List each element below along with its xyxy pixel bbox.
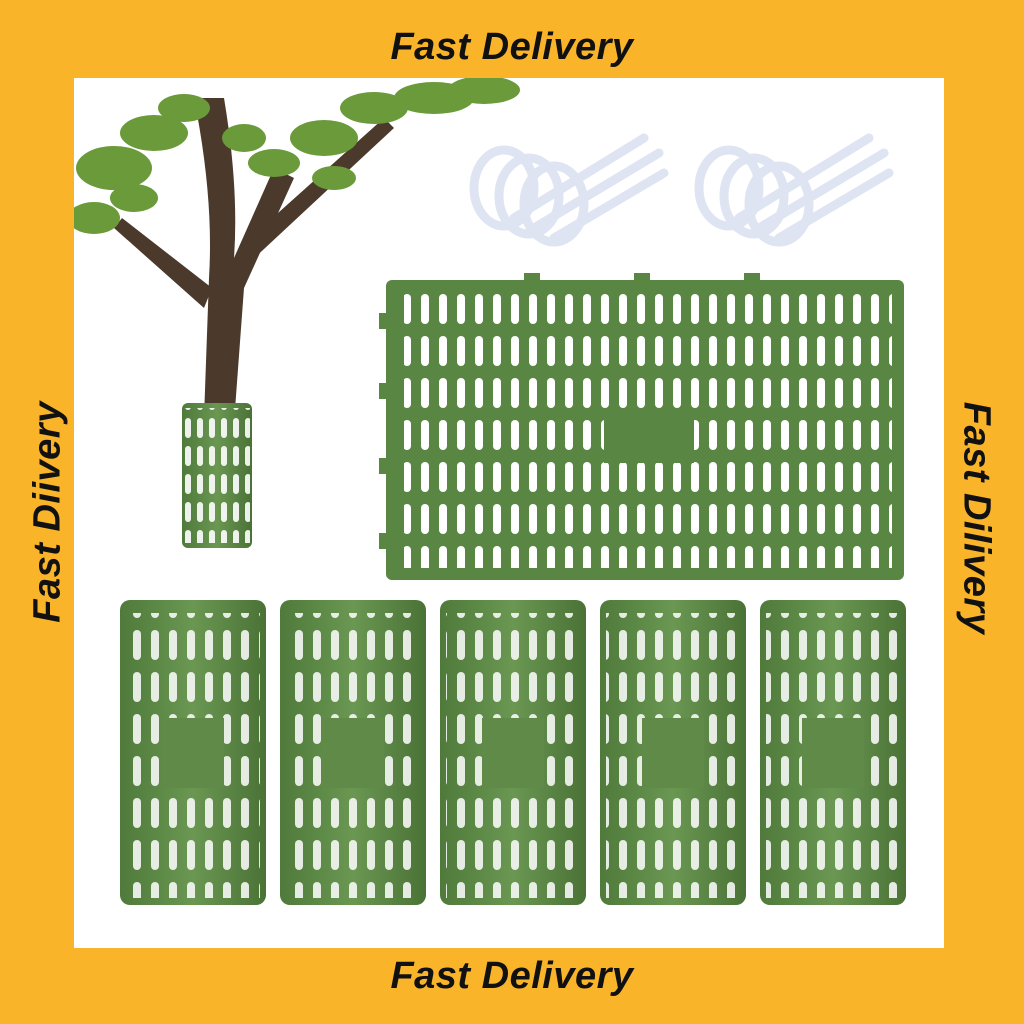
banner-left: Fast Diivery: [26, 401, 69, 623]
mini-guard: [182, 403, 252, 548]
banner-bottom: Fast Delivery: [390, 955, 634, 997]
flat-guard-panel-icon: [379, 273, 904, 580]
banner-top: Fast Delivery: [390, 26, 634, 68]
rolled-guard-icon: [120, 600, 266, 905]
cable-tie-icon: [469, 133, 669, 247]
banner-right: Fast Dilivery: [955, 401, 998, 635]
tree-icon: [74, 78, 520, 548]
product-illustration: [74, 78, 906, 905]
rolled-guard-icon: [440, 600, 586, 905]
rolled-guard-icon: [760, 600, 906, 905]
rolled-guard-icon: [280, 600, 426, 905]
rolled-guard-row: [120, 600, 906, 905]
rolled-guard-icon: [600, 600, 746, 905]
cable-tie-icon: [694, 133, 894, 247]
product-panel: [74, 78, 944, 948]
